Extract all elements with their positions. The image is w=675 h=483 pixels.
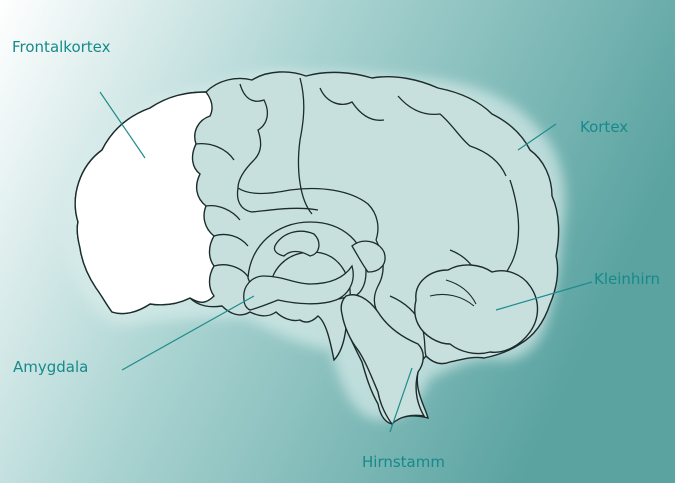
amygdala-label: Amygdala — [13, 358, 88, 376]
kleinhirn-label: Kleinhirn — [594, 270, 660, 288]
hirnstamm-label: Hirnstamm — [362, 453, 445, 471]
frontal-lobe — [75, 92, 214, 314]
kortex-label: Kortex — [580, 118, 628, 136]
frontalkortex-label: Frontalkortex — [12, 38, 111, 56]
